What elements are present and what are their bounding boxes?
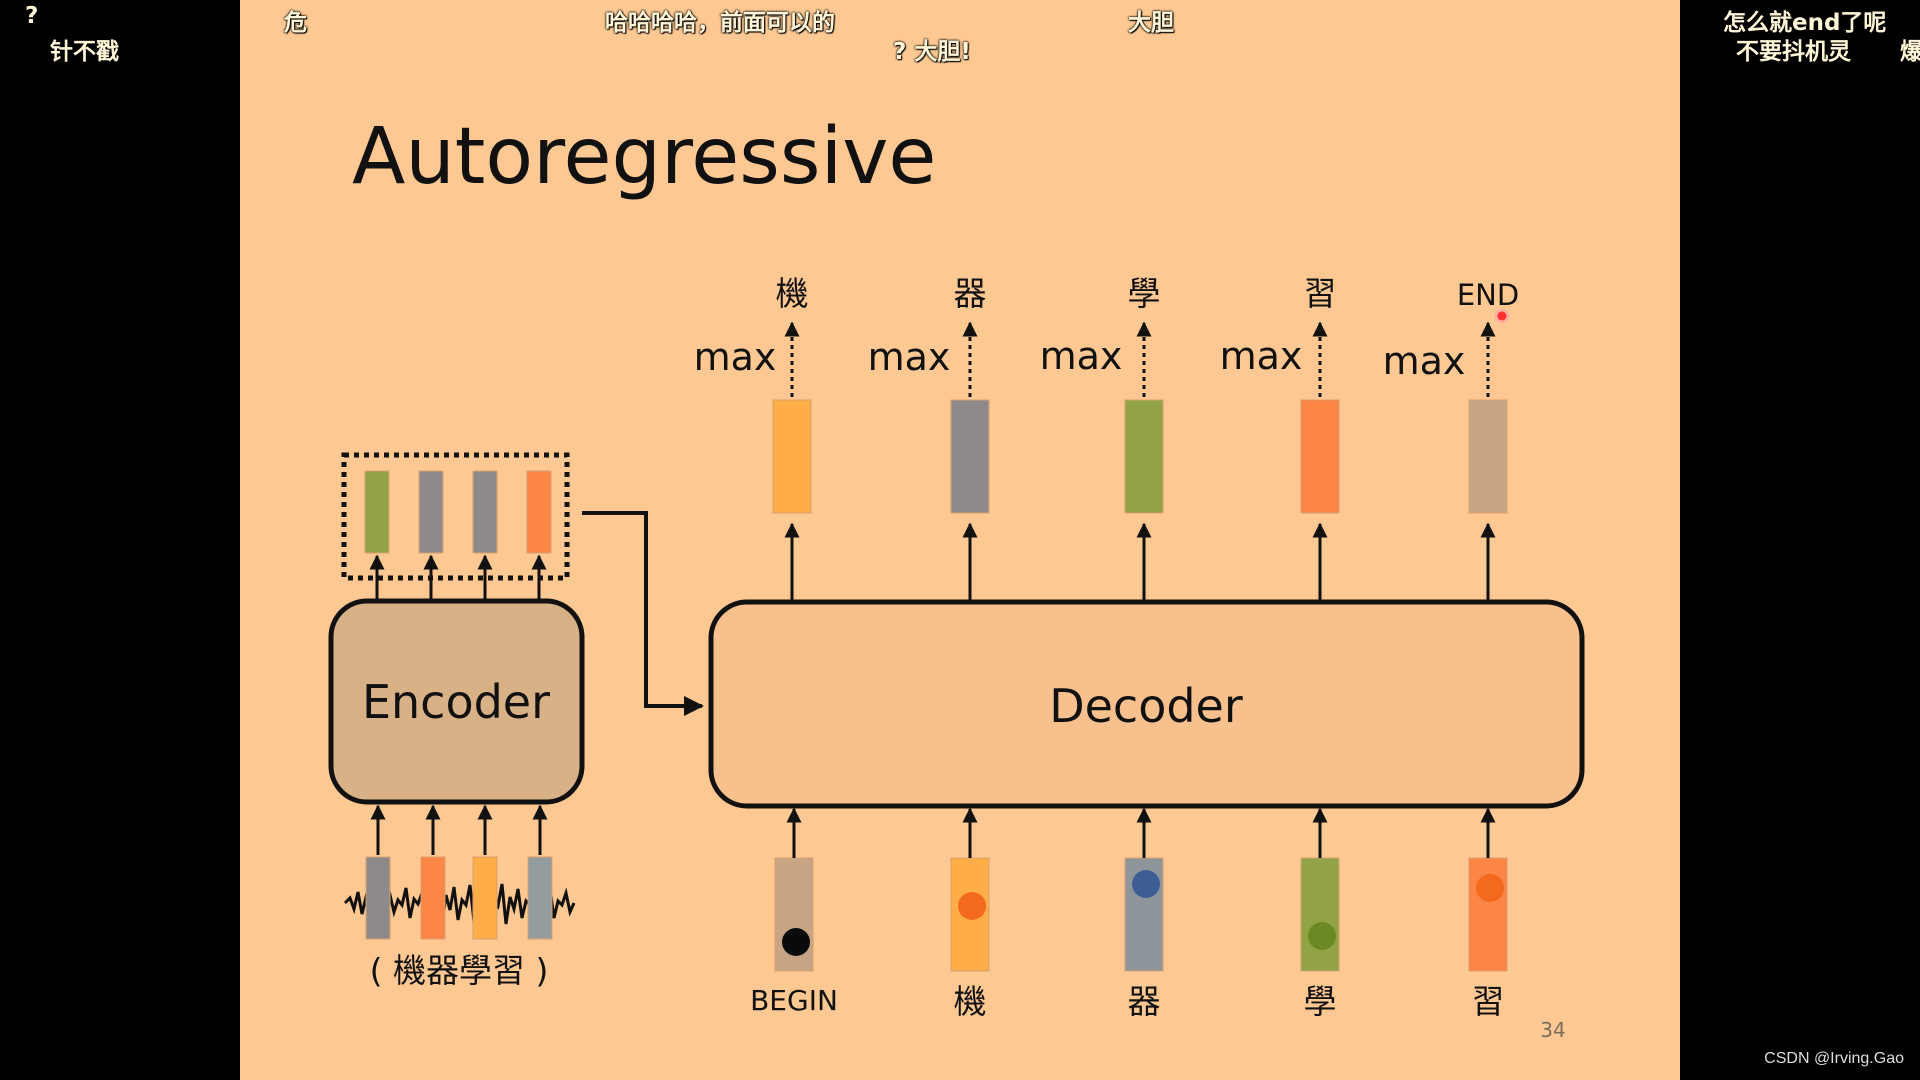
input-token: 習 bbox=[1472, 982, 1505, 1021]
input-dot bbox=[1476, 874, 1504, 902]
page-number: 34 bbox=[1540, 1018, 1565, 1042]
input-token: BEGIN bbox=[750, 984, 838, 1017]
output-token: 機 bbox=[776, 274, 809, 313]
encoder-output-vectors bbox=[364, 470, 552, 601]
decoder-label: Decoder bbox=[1049, 679, 1243, 733]
danmaku-comment: 危 bbox=[284, 10, 307, 36]
encoder-input-caption: ( 機器學習 ) bbox=[370, 951, 549, 990]
autoregressive-diagram: Autoregressive Encoder Decoder max機max器m… bbox=[328, 112, 1585, 1042]
max-label: max bbox=[1220, 334, 1303, 378]
output-token: 器 bbox=[954, 274, 987, 313]
encoder-output-vector bbox=[526, 470, 552, 554]
output-token: END bbox=[1457, 278, 1519, 312]
encoder-output-dashed-box bbox=[341, 452, 570, 581]
decoder-input-vectors: BEGIN 機 器 學 習 bbox=[750, 807, 1508, 1021]
max-label: max bbox=[868, 335, 951, 379]
max-label: max bbox=[1040, 334, 1123, 378]
input-token: 學 bbox=[1304, 982, 1337, 1021]
encoder-label: Encoder bbox=[362, 675, 550, 729]
watermark: CSDN @Irving.Gao bbox=[1764, 1050, 1904, 1067]
input-dot bbox=[1308, 922, 1336, 950]
input-token: 器 bbox=[1128, 982, 1161, 1021]
encoder-box bbox=[328, 598, 585, 805]
decoder-output-vector bbox=[950, 399, 990, 514]
encoder-input-vector bbox=[527, 856, 553, 940]
danmaku-comment: 针不戳 bbox=[50, 39, 119, 65]
decoder-box bbox=[708, 599, 1585, 809]
danmaku-comment: 大胆 bbox=[1128, 10, 1174, 36]
decoder-output-vector bbox=[772, 399, 812, 514]
encoder-input-vector bbox=[472, 856, 498, 940]
output-token: 習 bbox=[1304, 274, 1337, 313]
encoder-input-vectors bbox=[365, 804, 553, 940]
encoder-output-vector bbox=[472, 470, 498, 554]
danmaku-comment: 爆 bbox=[1900, 39, 1920, 65]
encoder-output-vector bbox=[364, 470, 390, 554]
encoder-input-vector bbox=[365, 856, 391, 940]
encoder-to-decoder-arrow bbox=[582, 511, 704, 716]
danmaku-comment: ? 大胆! bbox=[893, 39, 971, 65]
slide-title: Autoregressive bbox=[352, 112, 936, 202]
encoder-output-vector bbox=[418, 470, 444, 554]
max-label: max bbox=[694, 335, 777, 379]
decoder-output-vector bbox=[1300, 399, 1340, 514]
danmaku-comment: 不要抖机灵 bbox=[1736, 39, 1851, 65]
input-token: 機 bbox=[954, 982, 987, 1021]
input-dot bbox=[1132, 870, 1160, 898]
danmaku-comment: 怎么就end了呢 bbox=[1723, 10, 1887, 36]
danmaku-comment: 哈哈哈哈，前面可以的 bbox=[605, 10, 835, 36]
max-label: max bbox=[1383, 339, 1466, 383]
decoder-output-vector bbox=[1468, 399, 1508, 514]
decoder-input-vector bbox=[1300, 857, 1340, 972]
pointer-cursor-dot bbox=[1494, 308, 1510, 324]
danmaku-comment: ? bbox=[25, 3, 39, 29]
input-dot bbox=[958, 892, 986, 920]
output-token: 學 bbox=[1128, 274, 1161, 313]
encoder-input-vector bbox=[420, 856, 446, 940]
decoder-output-vector bbox=[1124, 399, 1164, 514]
input-dot bbox=[782, 928, 810, 956]
